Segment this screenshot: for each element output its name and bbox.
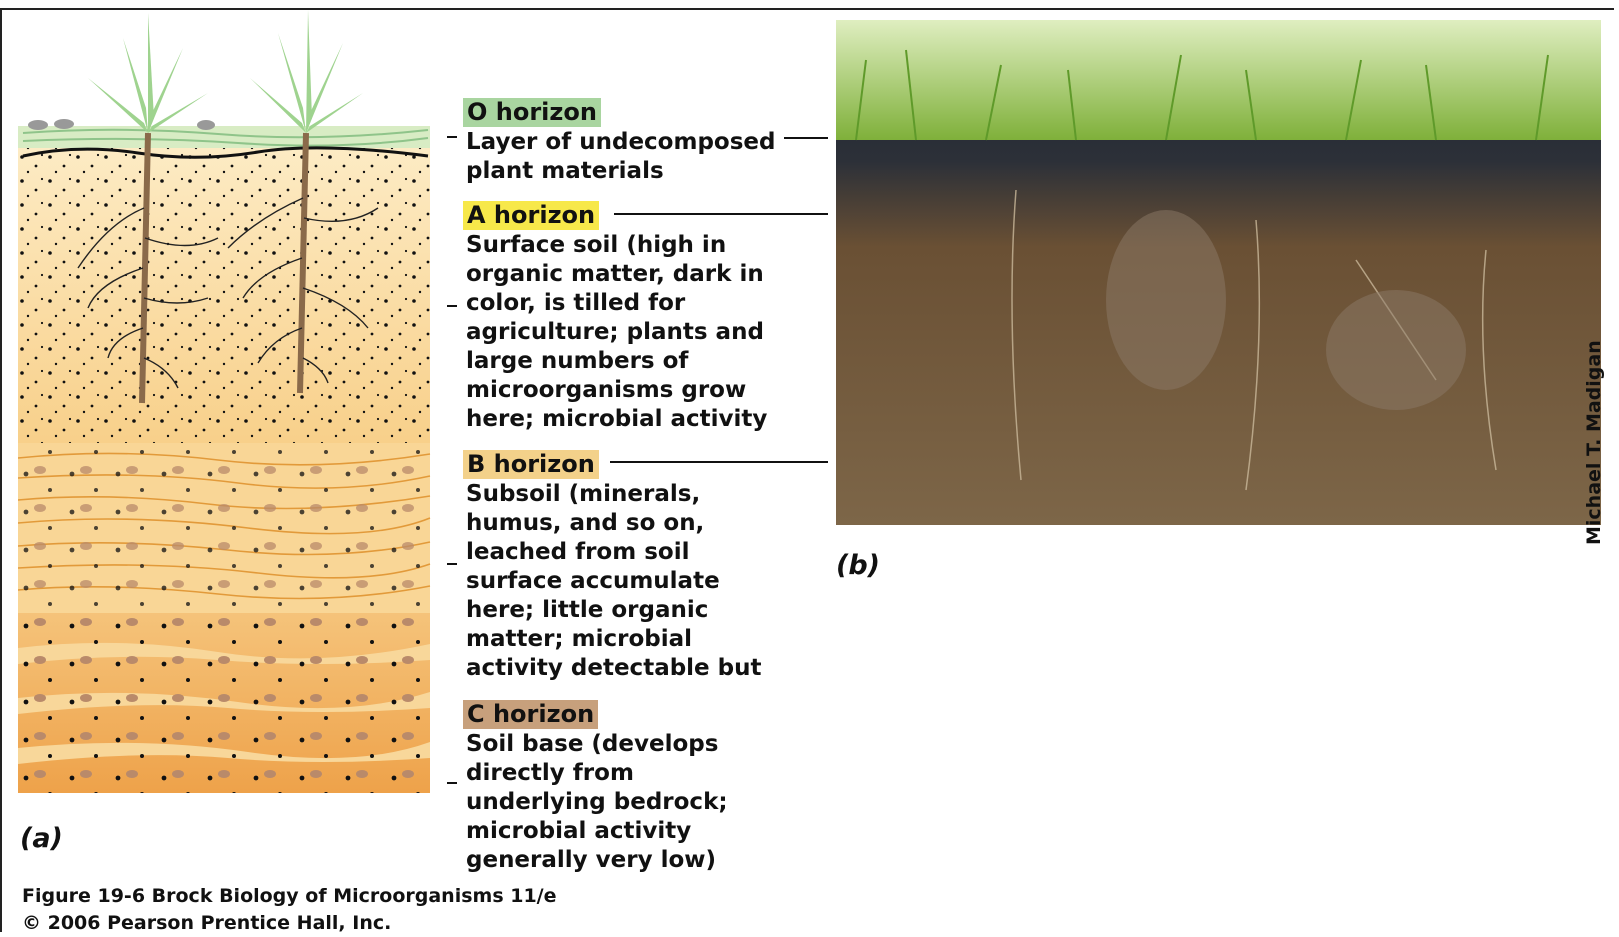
b-horizon-title: B horizon bbox=[463, 450, 599, 479]
c-horizon-tick bbox=[447, 782, 457, 784]
photo-grass bbox=[836, 20, 1601, 140]
o-horizon-description: Layer of undecomposed plant materials bbox=[466, 128, 826, 186]
o-horizon-title: O horizon bbox=[463, 98, 601, 127]
panel-b-label: (b) bbox=[836, 550, 880, 581]
a-horizon-tick bbox=[447, 305, 457, 307]
b-horizon-particles bbox=[18, 443, 430, 613]
a-horizon-title: A horizon bbox=[463, 201, 599, 230]
c-horizon-title: C horizon bbox=[463, 700, 598, 729]
copyright-line: © 2006 Pearson Prentice Hall, Inc. bbox=[22, 909, 391, 937]
b-horizon-leader bbox=[610, 461, 828, 463]
panel-a-label: (a) bbox=[20, 823, 63, 854]
figure-caption: Figure 19-6 Brock Biology of Microorgani… bbox=[22, 882, 557, 910]
soil-profile-photo bbox=[836, 20, 1601, 525]
c-horizon-rocks bbox=[18, 613, 430, 793]
o-horizon-tick bbox=[447, 136, 457, 138]
b-horizon-description: Subsoil (minerals, humus, and so on, lea… bbox=[466, 480, 826, 683]
soil-profile-illustration bbox=[18, 8, 448, 818]
a-horizon-particles bbox=[18, 138, 430, 443]
c-horizon-description: Soil base (develops directly from underl… bbox=[466, 730, 826, 875]
a-horizon-leader bbox=[614, 213, 828, 215]
photo-credit: Michael T. Madigan bbox=[1583, 340, 1605, 545]
a-horizon-description: Surface soil (high in organic matter, da… bbox=[466, 231, 826, 434]
b-horizon-tick bbox=[447, 563, 457, 565]
